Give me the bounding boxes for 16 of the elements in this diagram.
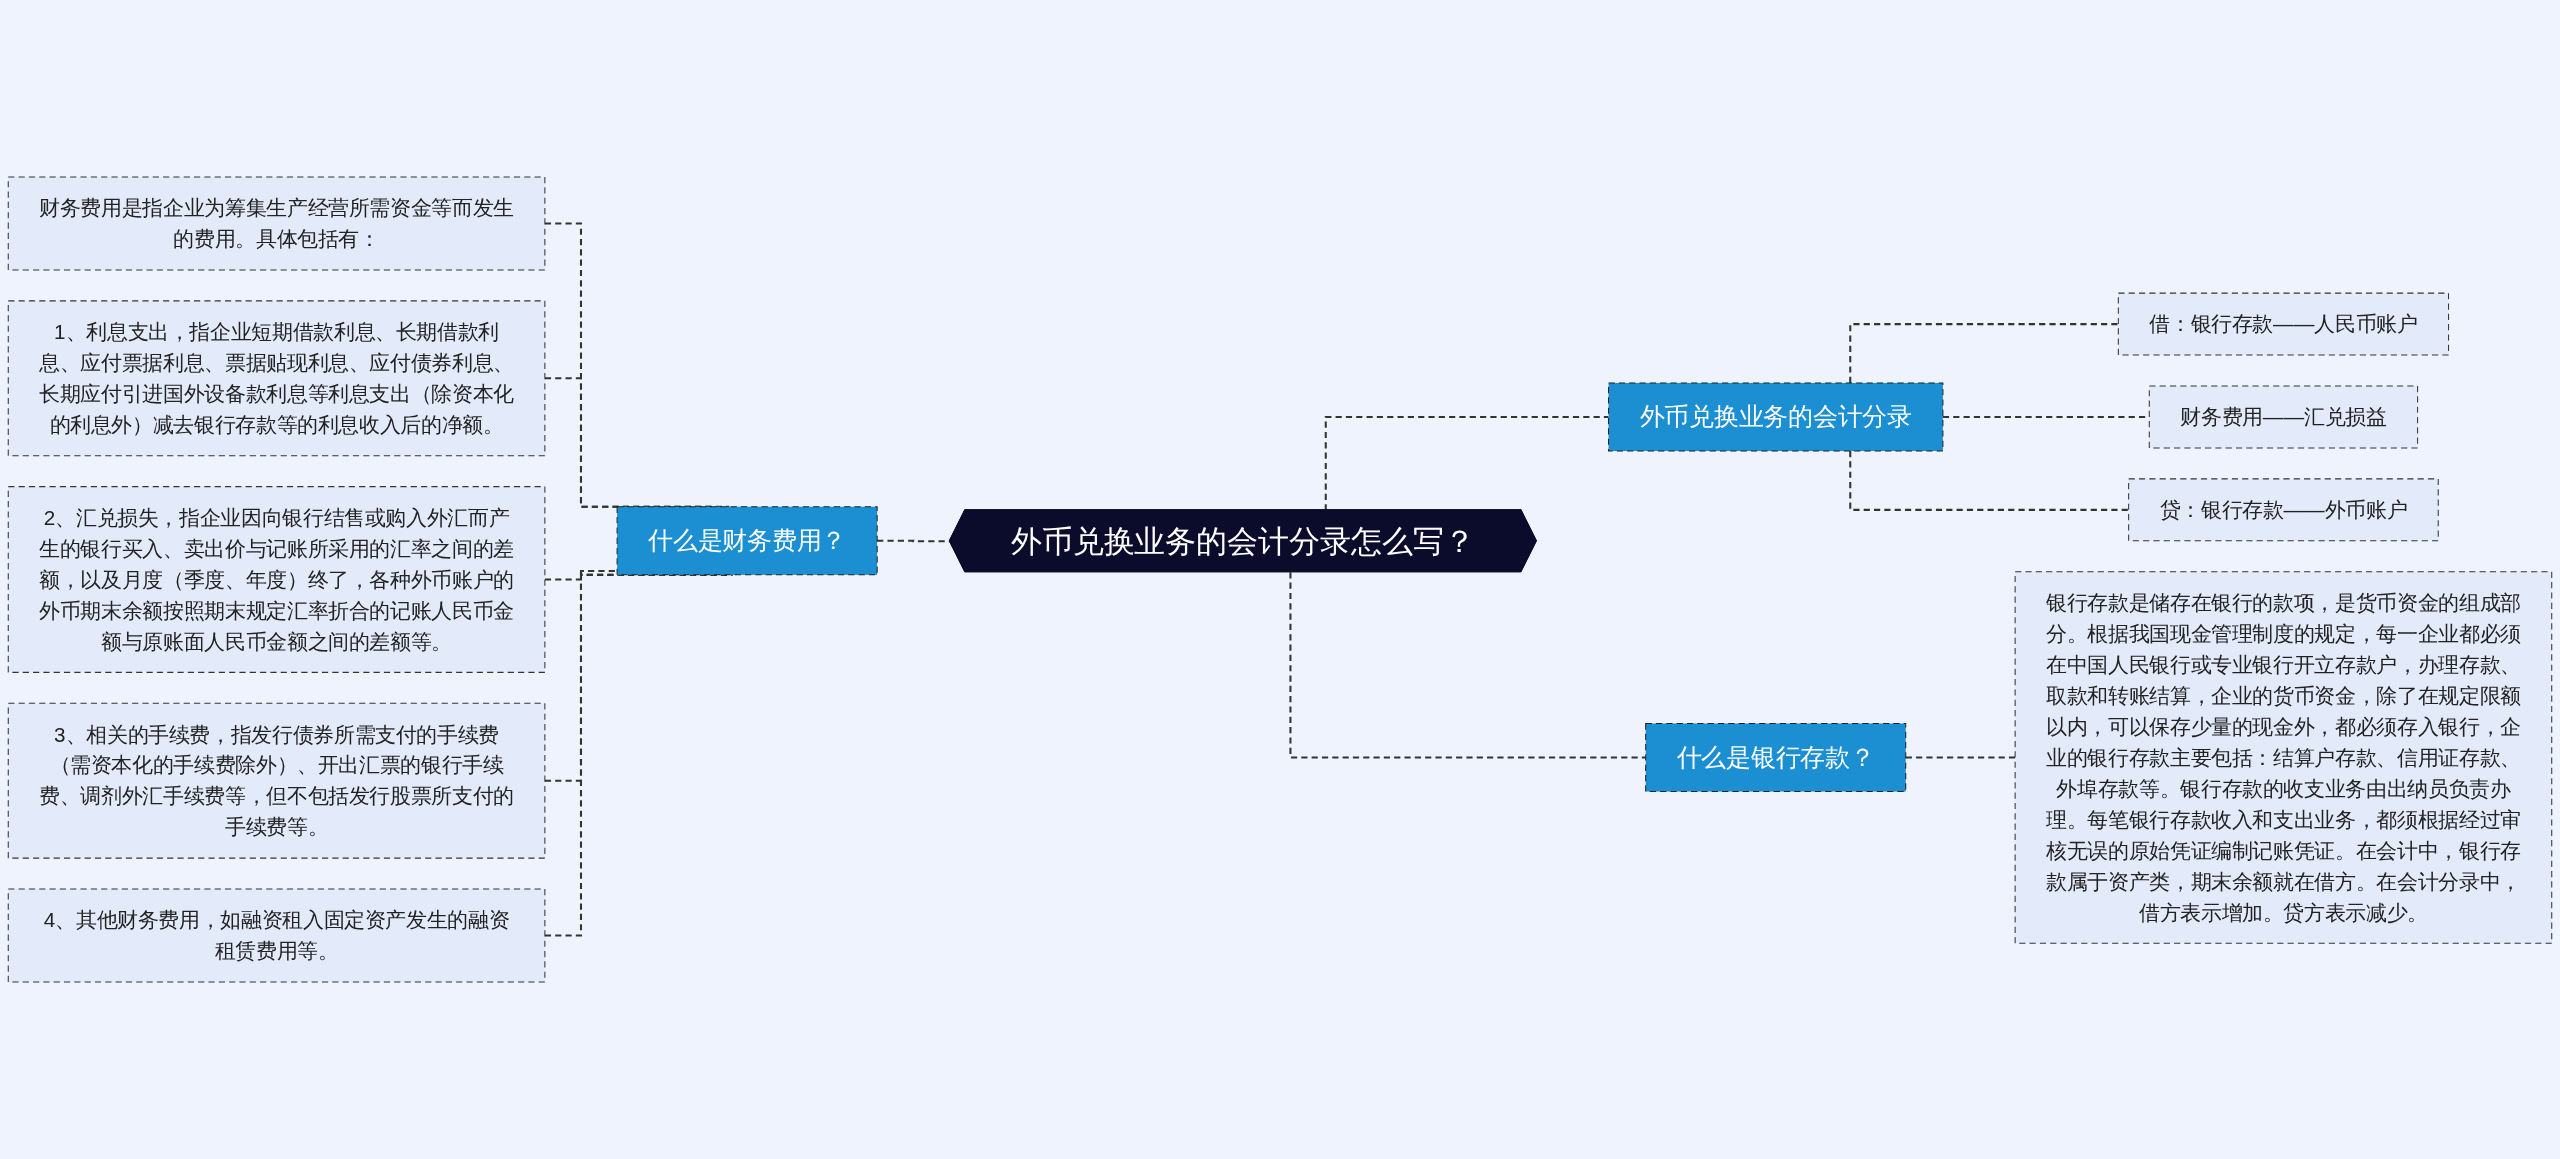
node-box: 财务费用是指企业为筹集生产经营所需资金等而发生的费用。具体包括有：	[7, 176, 546, 271]
node-box: 3、相关的手续费，指发行债券所需支付的手续费（需资本化的手续费除外）、开出汇票的银行手续费、调剂外汇手续费等，但不包括发行股票所支付的手续费等。	[7, 702, 546, 859]
connector	[1289, 572, 1646, 759]
node-box: 银行存款是储存在银行的款项，是货币资金的组成部分。根据我国现金管理制度的规定，每一企业都必须在中国人民银行或专业银行开立存款户，办理存款、取款和转账结算，企业的货币资金，除了在规定限额以内，可以保存少量的现金外，都必须存入银行，企业的银行存款主要包括：结算户存款、信用证存款、外埠存款等。银行存款的收支业务由出纳员负责办理。每笔银行存款收入和支出业务，都须根据经过审核无误的原始凭证编制记账凭证。在会计中，银行存款属于资产类，期末余额就在借方。在会计分录中，借方表示增加。贷方表示减少。	[2014, 571, 2553, 944]
node-box: 贷：银行存款——外币账户	[2128, 478, 2439, 542]
connector	[1849, 323, 2119, 383]
node-box: 借：银行存款——人民币账户	[2117, 292, 2450, 356]
node-box: 1、利息支出，指企业短期借款利息、长期借款利息、应付票据利息、票据贴现利息、应付债券利息、长期应付引进国外设备款利息等利息支出（除资本化的利息外）减去银行存款等的利息收入后的净额。	[7, 300, 546, 457]
connector	[1849, 451, 2129, 511]
node-box: 什么是财务费用？	[616, 506, 878, 576]
node-box: 外币兑换业务的会计分录	[1608, 382, 1944, 452]
connector	[1324, 415, 1609, 511]
node-box: 4、其他财务费用，如融资租入固定资产发生的融资租赁费用等。	[7, 888, 546, 983]
node-box: 财务费用——汇兑损益	[2148, 385, 2419, 449]
node-box: 2、汇兑损失，指企业因向银行结售或购入外汇而产生的银行买入、卖出价与记账所采用的汇率之间的差额，以及月度（季度、年度）终了，各种外币账户的外币期末余额按照期末规定汇率折合的记账人民币金额与原账面人民币金额之间的差额等。	[7, 486, 546, 673]
node-box: 什么是银行存款？	[1645, 722, 1907, 793]
